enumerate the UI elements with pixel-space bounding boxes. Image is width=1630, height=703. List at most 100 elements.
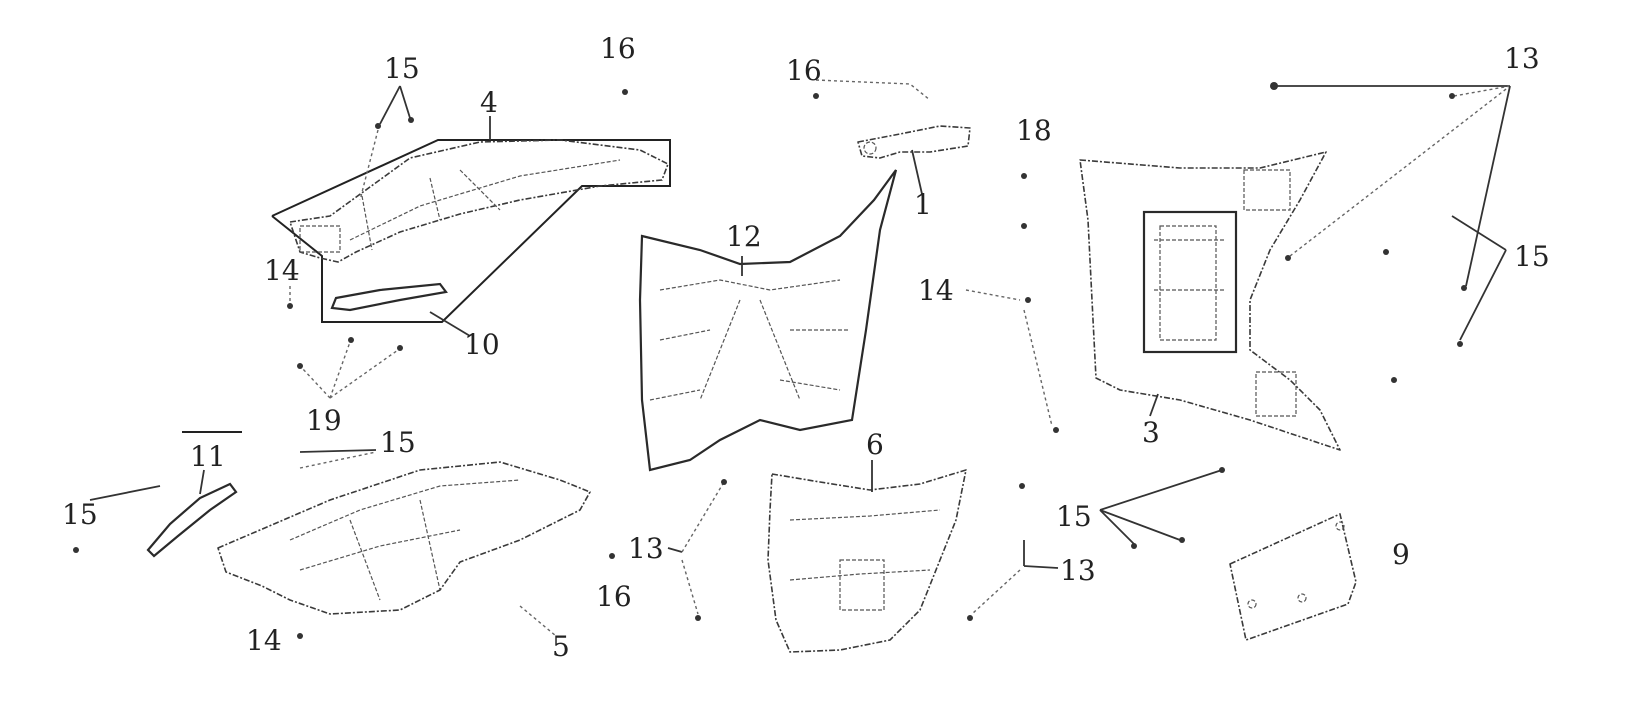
- part-6-rib: [789, 509, 941, 611]
- part-6-lower-panel: [767, 469, 967, 653]
- screw-15a-2: [408, 117, 414, 123]
- leader-15a-3: [359, 129, 379, 201]
- part-5-floor-panel: [217, 461, 591, 615]
- callout-5: 5: [552, 630, 570, 663]
- screw-13a: [721, 479, 727, 485]
- screw-15e-3: [1179, 537, 1185, 543]
- part-4-rear-fender-group: [271, 139, 671, 323]
- leader-lower-2: [971, 569, 1021, 615]
- screw-15b: [73, 547, 79, 553]
- leader-11: [199, 469, 205, 495]
- part-3-opening-detail: [1154, 225, 1226, 341]
- leader-15d-1: [1451, 215, 1507, 251]
- screw-19-1: [297, 363, 303, 369]
- screw-16a: [622, 89, 628, 95]
- part-3-opening: [1142, 210, 1238, 354]
- screw-19-2: [348, 337, 354, 343]
- callout-15-lower-right: 15: [1056, 500, 1092, 533]
- part-3-large-panel-group: [1079, 151, 1341, 451]
- leader-14c: [965, 289, 1021, 301]
- screw-16c: [609, 553, 615, 559]
- screw-14b: [297, 633, 303, 639]
- part-5-rib: [289, 479, 521, 601]
- callout-9: 9: [1392, 538, 1410, 571]
- leader-10: [429, 311, 471, 337]
- callout-6: 6: [866, 428, 884, 461]
- callout-13-top-right: 13: [1504, 42, 1540, 75]
- screw-14c: [1025, 297, 1031, 303]
- leader-13a: [667, 547, 683, 553]
- leader-center-1: [1023, 309, 1053, 427]
- part-9-hole-3: [1335, 521, 1345, 531]
- callout-15-top: 15: [384, 52, 420, 85]
- leader-13c-3: [1289, 85, 1511, 257]
- leader-15e-1: [1099, 469, 1223, 511]
- callout-15-left: 15: [62, 498, 98, 531]
- part-4-rib: [349, 159, 621, 241]
- screw-19-3: [397, 345, 403, 351]
- callout-14-upper-left: 14: [264, 254, 300, 287]
- screw-15d-1: [1383, 249, 1389, 255]
- screw-14a: [287, 303, 293, 309]
- part-10-bracket: [330, 282, 448, 312]
- screw-18: [1021, 173, 1027, 179]
- callout-13-lower-center: 13: [628, 532, 664, 565]
- screw-15e-2: [1131, 543, 1137, 549]
- screw-center-1: [1053, 427, 1059, 433]
- leader-15c-2: [299, 451, 377, 469]
- callout-4: 4: [480, 86, 498, 119]
- part-4-mount-plate: [299, 225, 341, 253]
- leader-15c-1: [299, 449, 377, 453]
- part-9-hole-1: [1247, 599, 1257, 609]
- leader-19-3: [329, 349, 399, 399]
- leader-13c-4: [1465, 85, 1511, 287]
- callout-10: 10: [464, 328, 500, 361]
- leader-15e-2: [1099, 509, 1135, 545]
- callout-12: 12: [726, 220, 762, 253]
- leader-15d-2: [1459, 249, 1507, 341]
- part-11-bracket: [146, 482, 238, 558]
- leader-13c-2: [1453, 85, 1511, 97]
- leader-16b: [815, 79, 931, 101]
- part-4-rib-2: [361, 169, 501, 251]
- callout-15-lower-left: 15: [380, 426, 416, 459]
- screw-13c-2: [1449, 93, 1455, 99]
- screw-13b: [1019, 483, 1025, 489]
- leader-15b: [89, 485, 161, 501]
- screw-15e-1: [1219, 467, 1225, 473]
- leader-15e-3: [1099, 509, 1181, 541]
- part-12-inner-panel: [638, 169, 898, 472]
- screw-lower-1: [695, 615, 701, 621]
- part-9-hole-2: [1297, 593, 1307, 603]
- part-3-bracket: [1243, 169, 1297, 417]
- part-4-frame: [271, 139, 671, 323]
- callout-18: 18: [1016, 114, 1052, 147]
- callout-11: 11: [190, 440, 226, 473]
- screw-16b: [813, 93, 819, 99]
- leader-5: [519, 605, 557, 637]
- part-9-plate: [1229, 513, 1357, 641]
- leader-15a-1: [379, 85, 401, 125]
- part-12-inner-panel-group: [638, 169, 898, 472]
- screw-13c-3: [1285, 255, 1291, 261]
- callout-13-lower-right: 13: [1060, 554, 1096, 587]
- screw-15d-3: [1457, 341, 1463, 347]
- part-1-bracket: [857, 125, 971, 159]
- part-4-fender: [289, 139, 669, 263]
- part-12-rib: [649, 279, 850, 401]
- leader-13b-2: [1023, 565, 1059, 569]
- part-1-hole: [863, 141, 877, 155]
- part-6-lower-panel-group: [767, 460, 967, 653]
- leader-13a-2: [681, 481, 725, 553]
- screw-13c-4: [1461, 285, 1467, 291]
- leader-19-1: [301, 367, 331, 399]
- screw-18b: [1021, 223, 1027, 229]
- screw-lower-2: [967, 615, 973, 621]
- leader-19-2: [329, 341, 351, 399]
- part-3-large-panel: [1079, 151, 1341, 451]
- screw-15d-2: [1391, 377, 1397, 383]
- leader-lower-1: [681, 559, 699, 615]
- callout-16-top: 16: [600, 32, 636, 65]
- callout-14-lower-left: 14: [246, 624, 282, 657]
